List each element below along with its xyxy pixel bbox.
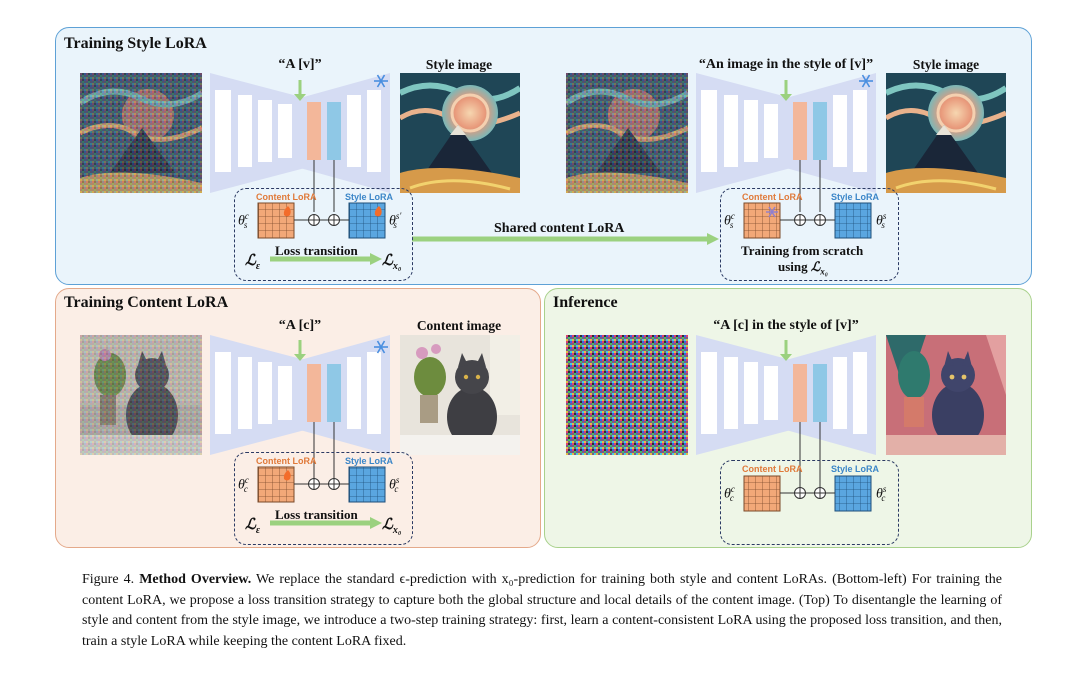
style-image-label-right: Style image [912,57,980,72]
flame-icon [283,470,291,481]
loss-eps-content: ℒε [245,517,260,536]
loss-transition-label-content: Loss transition [275,507,358,522]
theta-s-c-right: θcs [724,211,735,231]
noisy-style-input-image [80,73,202,193]
shared-content-lora-arrow [412,233,719,245]
noise-input-image [566,335,688,455]
theta-c-c-inference: θcc [724,484,735,504]
training-from-scratch-using: using ℒx₀ [778,259,828,277]
style-lora-label: Style LoRA [831,192,880,202]
content-lora-label: Content LoRA [742,192,803,202]
caption-text: We replace the standard ϵ-prediction wit… [82,572,1003,649]
lora-grids-content [257,466,386,529]
loss-x0-style: ℒx₀ [382,253,402,272]
training-from-scratch-label: Training from scratch [741,243,864,258]
lora-box-style-right [720,188,899,281]
lora-box-style-left [234,188,413,281]
theta-c-c: θcc [238,475,249,495]
panel-title-content: Training Content LoRA [64,294,229,311]
style-lora-label: Style LoRA [345,192,394,202]
caption-figure-number: Figure 4. [82,572,135,587]
theta-c-s-inference: θsc [876,484,887,504]
prompt-content: “A [c]” [278,318,322,333]
figure-caption: Figure 4. Method Overview. We replace th… [82,570,1002,652]
style-image-left [400,73,520,193]
content-lora-label: Content LoRA [256,456,317,466]
content-image-label: Content image [416,318,502,333]
style-image-label-left: Style image [425,57,493,72]
prompt-inference: “A [c] in the style of [v]” [713,318,859,333]
inference-output-image [886,335,1006,455]
flame-icon [283,206,291,217]
unet-inference [696,335,876,455]
noisy-content-input-image [80,335,202,455]
panel-title-inference: Inference [553,294,618,311]
caption-bold: Method Overview. [139,572,252,587]
theta-s-c-left: θcs [238,211,249,231]
theta-c-s: θsc [389,475,400,495]
unet-style-right [696,73,876,193]
style-lora-label: Style LoRA [831,464,880,474]
shared-content-lora-label: Shared content LoRA [494,221,625,236]
theta-s-s-prime: θs′s [389,211,402,231]
content-image [400,335,520,455]
lora-grids-style-right [743,202,872,239]
lora-box-content [234,452,413,545]
content-lora-label: Content LoRA [256,192,317,202]
loss-x0-content: ℒx₀ [382,517,402,536]
unet-style-left [210,73,390,193]
style-lora-label: Style LoRA [345,456,394,466]
lora-box-inference [720,460,899,545]
snowflake-icon [374,74,873,354]
noisy-style-input-image-2 [566,73,688,193]
content-lora-label: Content LoRA [742,464,803,474]
lora-grids-inference [743,475,872,512]
flame-icon [374,206,382,217]
panel-title-style: Training Style LoRA [64,35,207,52]
unet-content [210,335,390,455]
snowflake-icon [766,206,778,218]
prompt-style-left: “A [v]” [278,57,322,72]
lora-grids-style-left [257,202,386,265]
prompt-style-right: “An image in the style of [v]” [698,57,874,72]
theta-s-s-right: θss [876,211,887,231]
loss-transition-label-style: Loss transition [275,243,358,258]
style-image-right [886,73,1006,193]
loss-eps-style: ℒε [245,253,260,272]
